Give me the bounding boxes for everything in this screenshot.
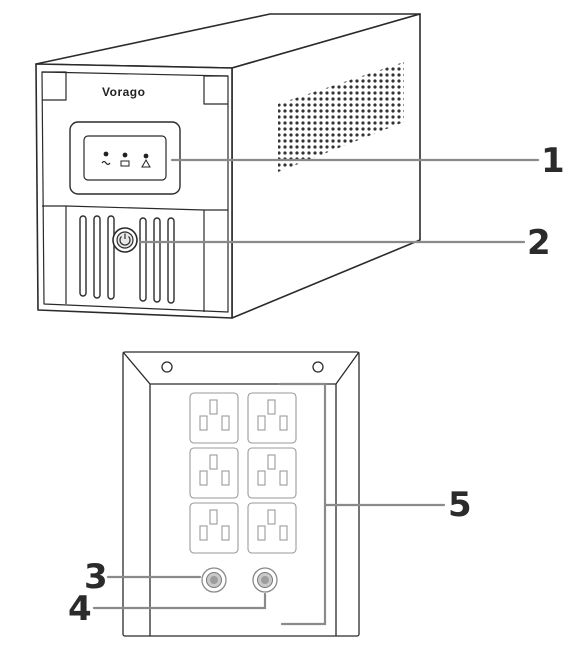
callout-number-1: 1 <box>541 141 565 181</box>
grille-slot <box>139 217 147 302</box>
outlet <box>189 392 239 444</box>
callout-line-5 <box>278 382 446 626</box>
led-indicator-window <box>83 135 167 181</box>
bezel-notch-top-right <box>203 75 228 105</box>
front-bezel <box>41 71 229 313</box>
rear-panel <box>122 351 360 637</box>
power-button[interactable] <box>112 227 138 253</box>
callout-number-4: 4 <box>68 589 92 629</box>
led-ac <box>103 151 109 157</box>
callout-number-5: 5 <box>448 485 472 525</box>
front-grille-slots <box>79 215 175 304</box>
callout-number-2: 2 <box>527 223 551 263</box>
mounting-hole-right <box>312 361 324 373</box>
breaker-left[interactable] <box>201 567 227 593</box>
grille-slot <box>153 217 161 303</box>
grille-slot <box>167 217 175 304</box>
outlet <box>189 502 239 554</box>
rear-panel-bevel <box>122 351 360 636</box>
breaker-right[interactable] <box>252 567 278 593</box>
warning-icon <box>141 158 151 168</box>
bezel-notch-top-left <box>42 71 67 101</box>
callout-lines <box>92 158 540 626</box>
grille-slot <box>107 215 115 300</box>
led-indicators <box>101 151 151 168</box>
led-battery <box>122 152 128 158</box>
ac-power-icon <box>101 160 111 166</box>
outlet <box>247 447 297 499</box>
grille-slot <box>79 215 87 297</box>
callout-number-3: 3 <box>84 557 108 597</box>
vent-grille <box>278 62 404 172</box>
callout-line-4 <box>92 592 267 610</box>
mounting-hole-left <box>161 361 173 373</box>
outlet-group <box>189 392 297 554</box>
ups-side-face <box>231 13 421 319</box>
battery-icon <box>120 160 130 167</box>
rear-panel-frame <box>122 351 360 637</box>
outlet <box>247 502 297 554</box>
outlet <box>189 447 239 499</box>
brand-logo: Vorago <box>102 85 145 99</box>
power-icon <box>119 233 131 246</box>
led-warning <box>143 153 149 159</box>
outlet <box>247 392 297 444</box>
grille-slot <box>93 215 101 299</box>
lower-bezel-edge <box>65 205 205 211</box>
